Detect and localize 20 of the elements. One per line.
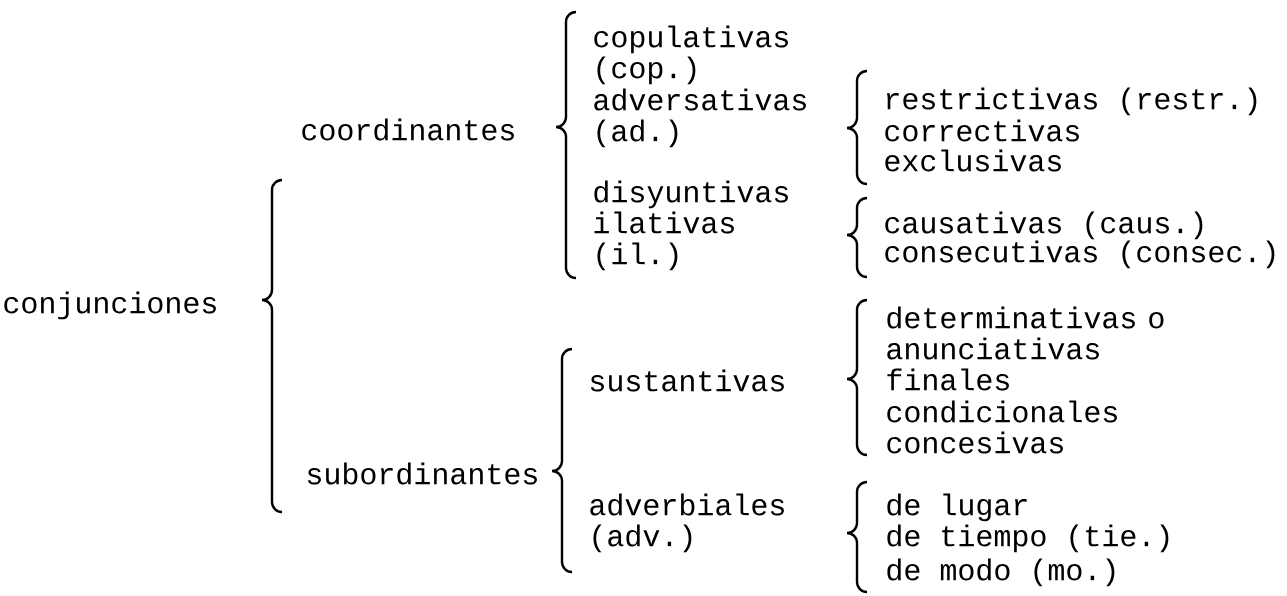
label: sustantivas bbox=[590, 369, 784, 392]
label: conjunciones bbox=[4, 291, 216, 320]
label: ilativas (il.) bbox=[594, 211, 734, 271]
label: adverbiales (adv.) bbox=[590, 493, 784, 553]
label: concesivas bbox=[887, 431, 1063, 454]
label: consecutivas (consec.) bbox=[885, 240, 1275, 269]
label: finales bbox=[887, 368, 1009, 391]
label: de tiempo (tie.) bbox=[887, 524, 1169, 553]
label: adversativas (ad.) bbox=[594, 88, 806, 148]
label: coordinantes bbox=[302, 118, 514, 141]
label: de lugar bbox=[887, 493, 1027, 522]
label: copulativas (cop.) bbox=[594, 25, 788, 85]
label: disyuntivas bbox=[594, 180, 788, 209]
label: exclusivas bbox=[885, 149, 1061, 172]
label: restrictivas (restr.) bbox=[886, 87, 1257, 116]
label: causativas (caus.) bbox=[885, 211, 1203, 240]
label: de modo (mo.) bbox=[887, 558, 1115, 587]
label: correctivas bbox=[885, 119, 1079, 142]
label: subordinantes bbox=[307, 462, 537, 485]
label: condicionales bbox=[887, 400, 1117, 423]
